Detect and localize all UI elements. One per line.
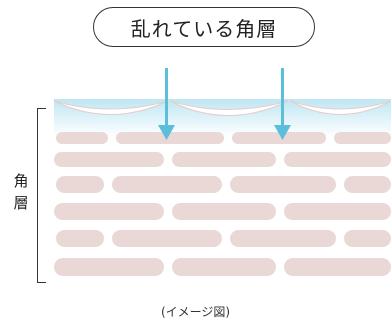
- cell: [230, 176, 336, 193]
- arrow-down-icon: [158, 125, 175, 140]
- cell: [56, 132, 108, 144]
- side-label-char: 角: [13, 172, 29, 190]
- arrow-down-icon: [274, 125, 291, 140]
- title-label: 乱れている角層: [93, 7, 315, 47]
- cell: [56, 230, 104, 247]
- cell: [54, 203, 164, 220]
- cell: [172, 258, 276, 276]
- surface-layer: [54, 99, 391, 137]
- cell: [232, 132, 326, 144]
- cell: [112, 176, 222, 193]
- cell: [344, 176, 391, 193]
- cell: [54, 258, 164, 276]
- arrow-shaft: [165, 68, 168, 130]
- cell: [56, 176, 104, 193]
- caption: (イメージ図): [160, 305, 231, 319]
- cell: [172, 152, 276, 167]
- arrows: [158, 68, 291, 140]
- cell: [284, 258, 391, 276]
- cell: [116, 132, 224, 144]
- lifted-flake: [169, 100, 289, 116]
- cell: [344, 230, 391, 247]
- cell: [334, 132, 391, 144]
- cell: [54, 152, 164, 167]
- cell: [284, 203, 391, 220]
- layer-bracket: [37, 108, 46, 283]
- cell: [230, 230, 336, 247]
- cell: [172, 203, 276, 220]
- arrow-shaft: [281, 68, 284, 130]
- side-label-char: 層: [13, 194, 29, 212]
- cell: [284, 152, 391, 167]
- cell: [112, 230, 222, 247]
- side-label: 角 層: [11, 170, 31, 214]
- lifted-flakes: [53, 100, 391, 116]
- corneocytes: [54, 132, 391, 276]
- lifted-flake: [289, 100, 391, 115]
